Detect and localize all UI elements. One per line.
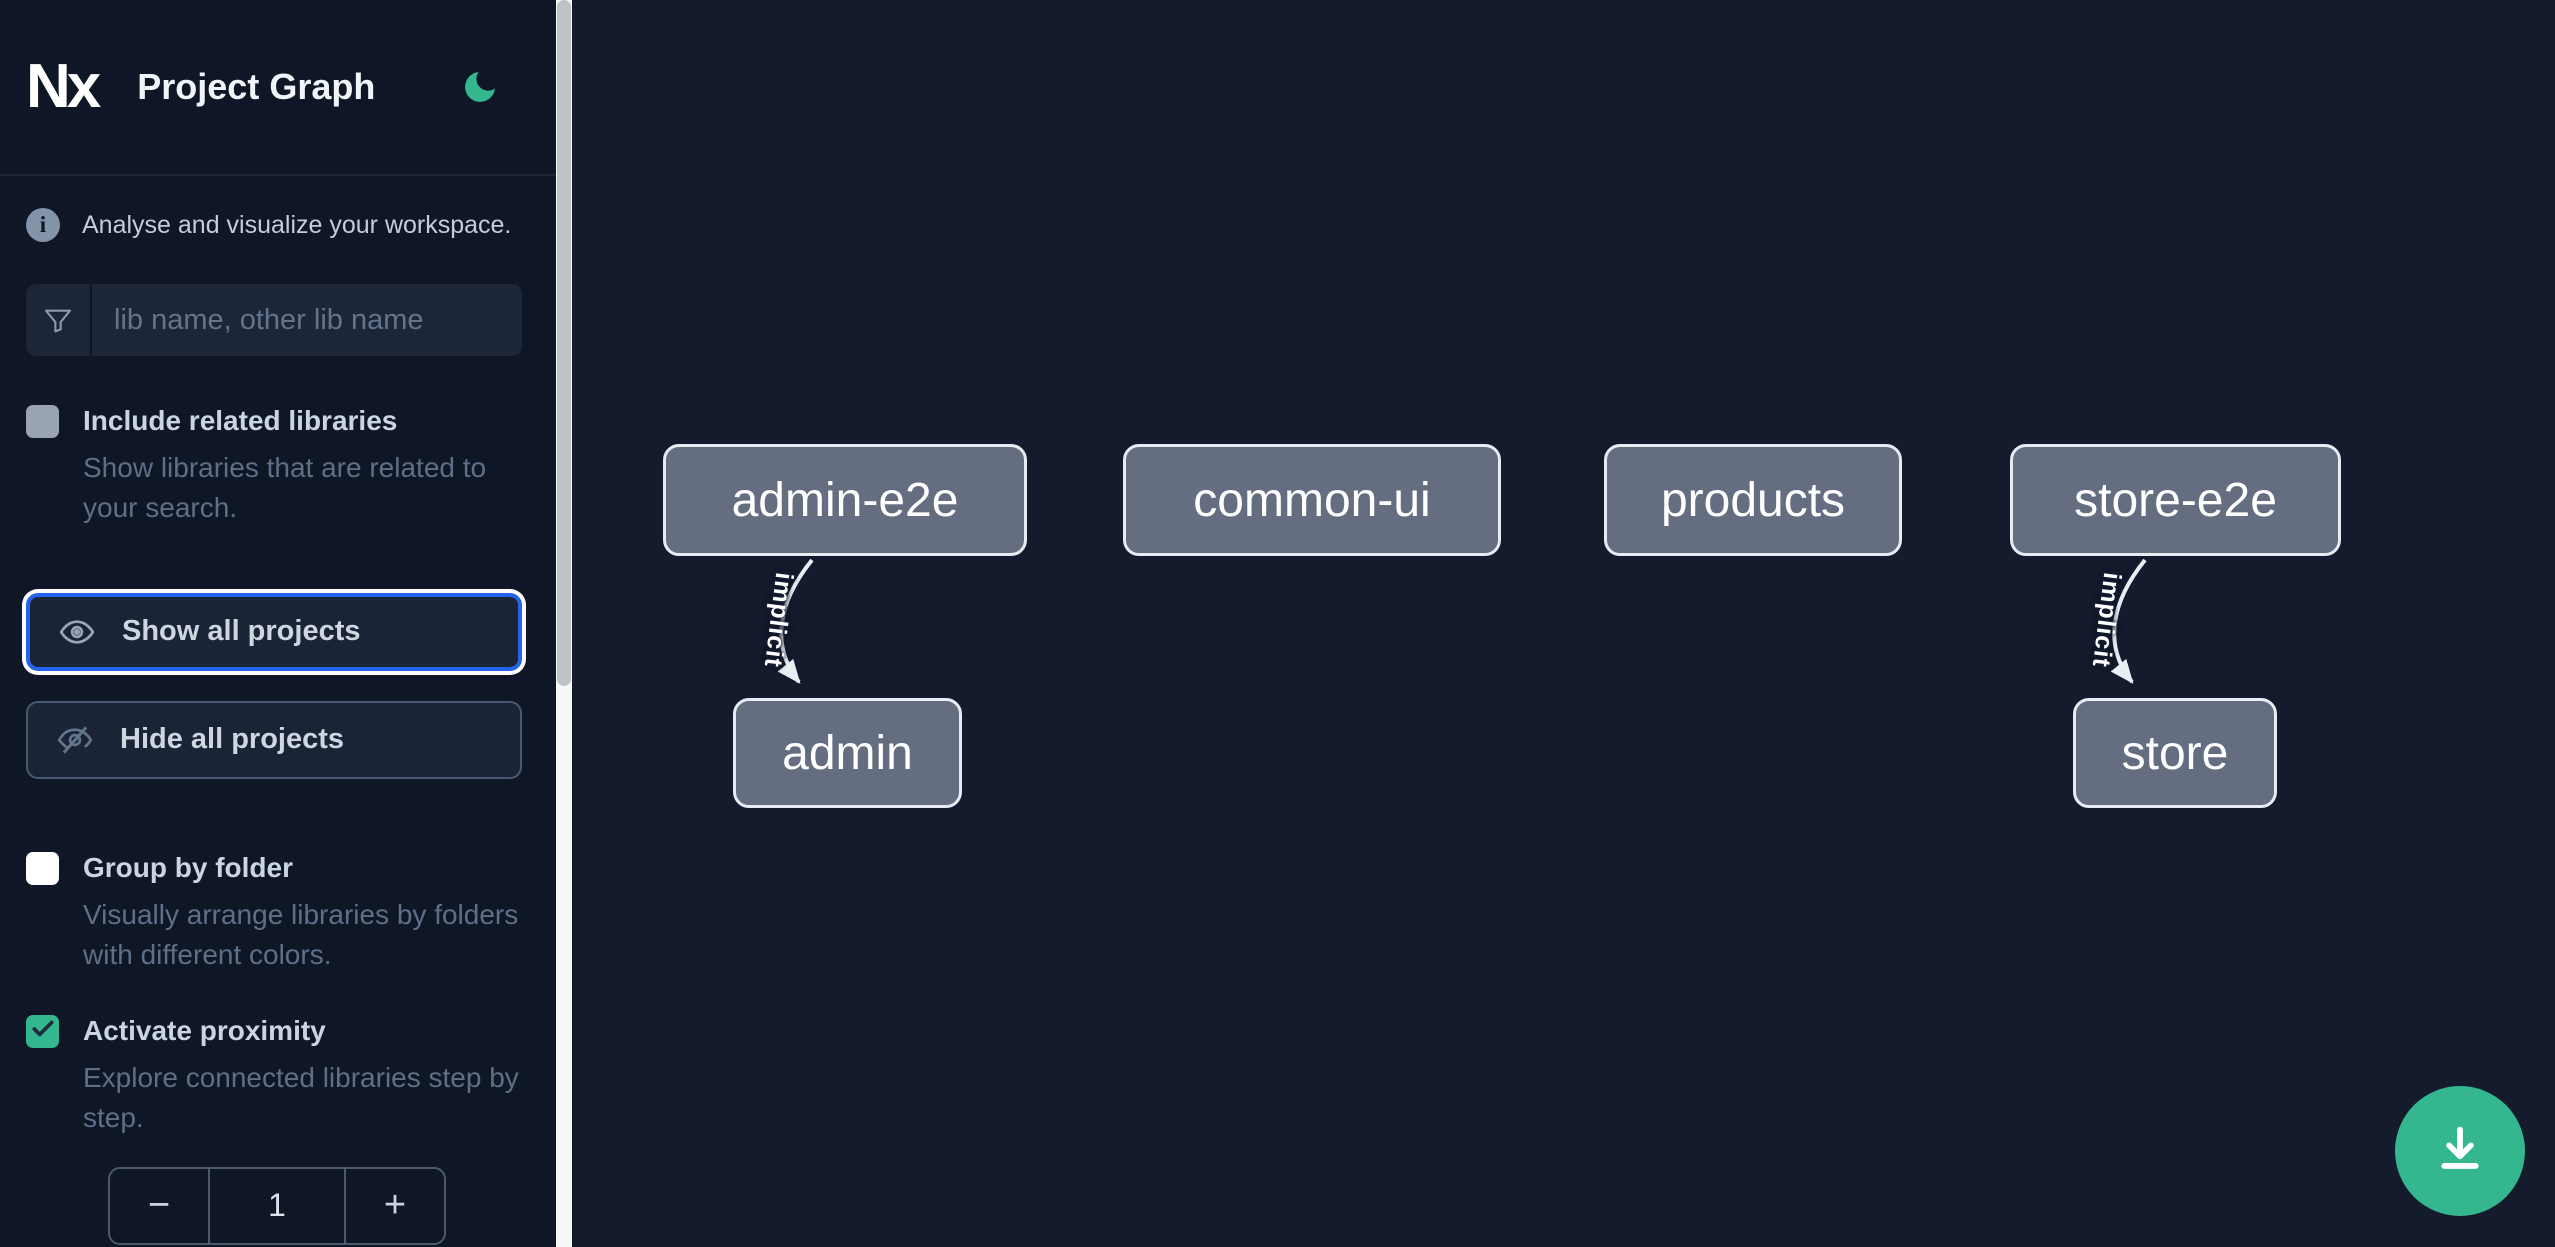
- search-box: [26, 284, 522, 356]
- decrement-button[interactable]: −: [147, 1184, 171, 1227]
- proximity-depth-value: 1: [208, 1168, 346, 1243]
- activate-proximity-description: Explore connected libraries step by step…: [83, 1061, 519, 1134]
- hide-all-projects-button[interactable]: Hide all projects: [26, 700, 522, 779]
- page-title: Project Graph: [137, 66, 376, 107]
- show-all-projects-label: Show all projects: [122, 615, 361, 648]
- edges-layer: [777, 558, 2147, 684]
- sidebar: Nx Project Graph i Analyse and visualize…: [0, 0, 556, 1247]
- intro-row: i Analyse and visualize your workspace.: [0, 208, 556, 242]
- activate-proximity-label: Activate proximity: [83, 1014, 326, 1046]
- node-store[interactable]: store: [2073, 698, 2277, 808]
- group-by-folder-description: Visually arrange libraries by folders wi…: [83, 898, 519, 971]
- info-icon: i: [26, 208, 60, 242]
- include-related-label: Include related libraries: [83, 405, 398, 436]
- edge-store-e2e-to-store[interactable]: [2110, 558, 2147, 684]
- nx-logo: Nx: [26, 52, 101, 121]
- include-related-description: Show libraries that are related to your …: [83, 451, 487, 524]
- include-related-option: Include related libraries Show libraries…: [0, 402, 556, 529]
- download-icon: [2431, 1120, 2489, 1183]
- download-graph-button[interactable]: [2395, 1086, 2525, 1216]
- hide-all-projects-label: Hide all projects: [120, 723, 345, 756]
- increment-button[interactable]: +: [383, 1184, 407, 1227]
- sidebar-header: Nx Project Graph: [0, 0, 556, 176]
- node-admin[interactable]: admin: [733, 698, 962, 808]
- check-icon: [30, 1016, 56, 1047]
- group-by-folder-option: Group by folder Visually arrange librari…: [0, 849, 556, 976]
- activate-proximity-option: Activate proximity Explore connected lib…: [0, 1012, 556, 1139]
- eye-icon: [58, 613, 96, 651]
- show-all-projects-button[interactable]: Show all projects: [26, 592, 522, 671]
- theme-toggle-button[interactable]: [460, 67, 500, 107]
- eye-slash-icon: [56, 721, 94, 759]
- node-store-e2e[interactable]: store-e2e: [2010, 444, 2341, 556]
- include-related-checkbox[interactable]: [26, 405, 59, 438]
- group-by-folder-text: Group by folder Visually arrange librari…: [83, 849, 526, 976]
- node-admin-e2e[interactable]: admin-e2e: [663, 444, 1027, 556]
- intro-text: Analyse and visualize your workspace.: [82, 210, 512, 239]
- group-by-folder-checkbox[interactable]: [26, 851, 59, 885]
- graph-canvas[interactable]: implicit implicit admin-e2e common-ui pr…: [572, 0, 2555, 1247]
- activate-proximity-text: Activate proximity Explore connected lib…: [83, 1012, 526, 1139]
- moon-icon: [460, 72, 500, 111]
- filter-icon: [26, 284, 92, 356]
- include-related-text: Include related libraries Show libraries…: [83, 402, 526, 529]
- node-products[interactable]: products: [1604, 444, 1902, 556]
- sidebar-scrollbar-track[interactable]: [556, 0, 572, 1247]
- activate-proximity-checkbox[interactable]: [26, 1014, 59, 1048]
- node-common-ui[interactable]: common-ui: [1123, 444, 1501, 556]
- edge-admin-e2e-to-admin[interactable]: [777, 558, 814, 684]
- search-input[interactable]: [92, 284, 522, 356]
- group-by-folder-label: Group by folder: [83, 851, 293, 883]
- sidebar-scrollbar-thumb[interactable]: [557, 0, 571, 686]
- proximity-depth-stepper: − 1 +: [108, 1166, 446, 1245]
